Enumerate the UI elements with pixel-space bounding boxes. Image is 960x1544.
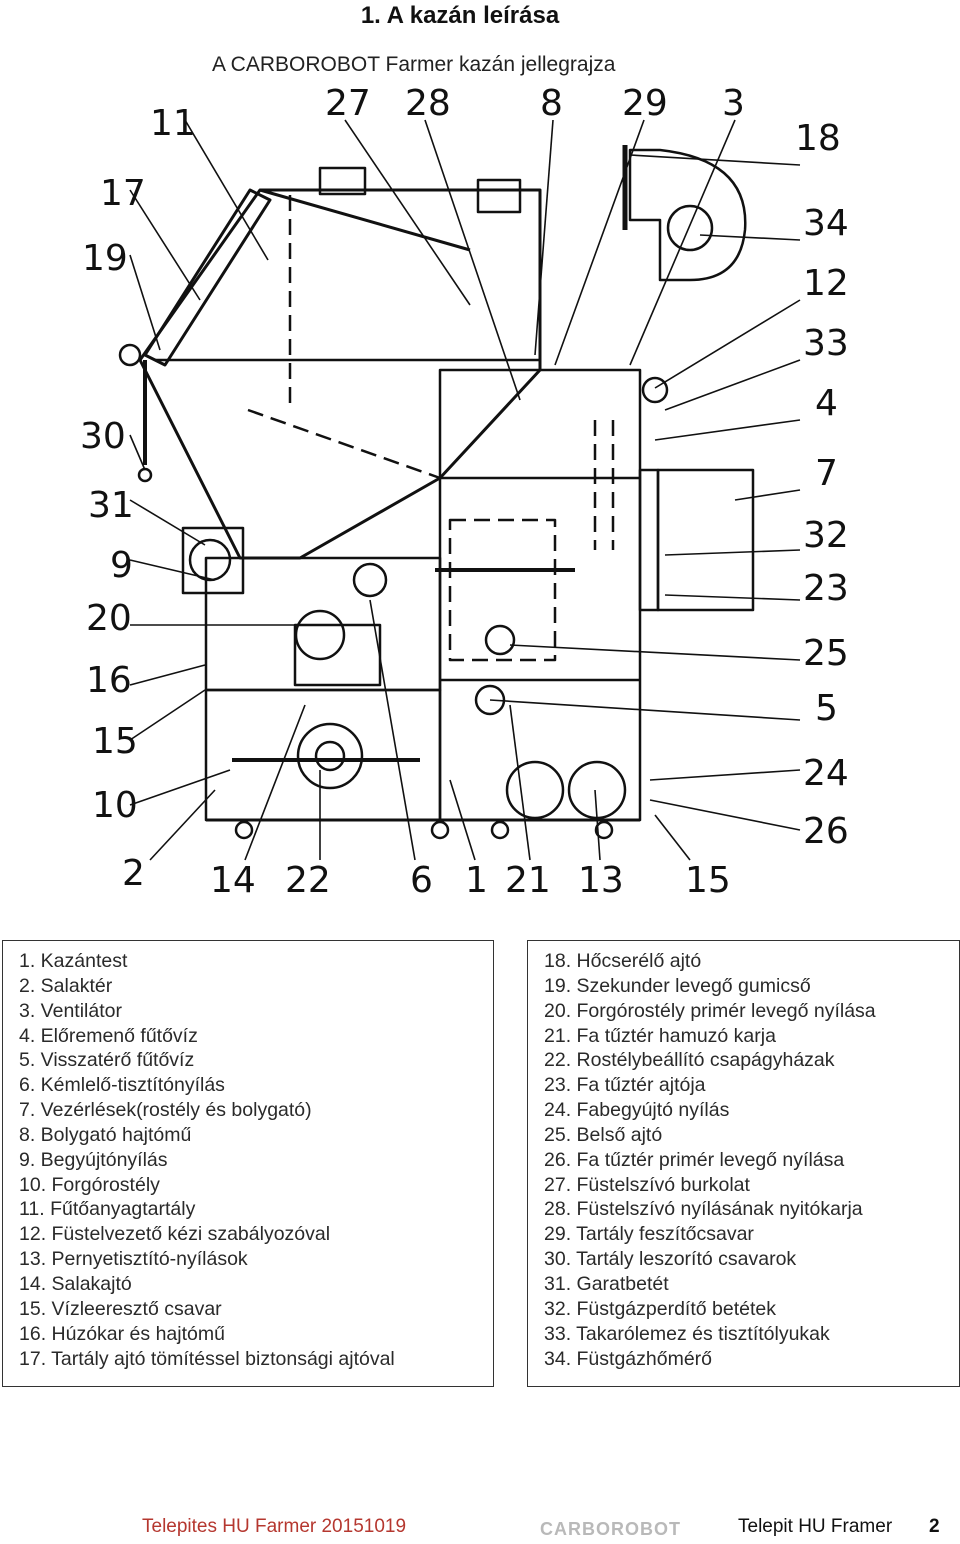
legend-item: 29. Tartály feszítőcsavar [544, 1223, 754, 1246]
callout-4: 4 [815, 383, 838, 424]
callout-25: 25 [803, 633, 849, 674]
callout-3: 3 [722, 83, 745, 124]
callout-28: 28 [405, 83, 451, 124]
fan-wheel [666, 204, 714, 252]
boiler-diagram: 11 27 28 8 29 3 17 19 30 31 9 20 16 15 1… [80, 83, 849, 901]
callout-23: 23 [803, 568, 849, 609]
legend-item: 5. Visszatérő fűtővíz [19, 1049, 195, 1072]
legend-item: 23. Fa tűztér ajtója [544, 1074, 706, 1097]
legend-item: 20. Forgórostély primér levegő nyílása [544, 999, 876, 1022]
page-footer: Telepites HU Farmer 20151019 CARBOROBOT … [0, 1514, 960, 1544]
legend-item: 16. Húzókar és hajtómű [19, 1322, 225, 1345]
legend-item: 6. Kémlelő-tisztítónyílás [19, 1074, 225, 1097]
legend-item: 8. Bolygató hajtómű [19, 1123, 192, 1146]
page-subtitle: A CARBOROBOT Farmer kazán jellegrajza [212, 53, 616, 76]
legend-item: 32. Füstgázperdítő betétek [544, 1297, 776, 1320]
callouts-top: 11 27 28 8 29 3 [150, 83, 745, 144]
callout-18: 18 [795, 118, 841, 159]
callout-13: 13 [578, 860, 624, 901]
legend-item: 19. Szekunder levegő gumicső [544, 974, 811, 997]
callout-15b: 15 [685, 860, 731, 901]
boiler-drawing [118, 145, 755, 840]
callouts-bottom: 14 22 6 1 21 13 15 [210, 860, 731, 901]
callout-32: 32 [803, 515, 849, 556]
legend-item: 18. Hőcserélő ajtó [544, 950, 702, 972]
motor-box [318, 166, 367, 196]
legend-item: 3. Ventilátor [19, 999, 122, 1022]
legend-item: 11. Fűtőanyagtartály [19, 1198, 196, 1221]
legend-item: 26. Fa tűztér primér levegő nyílása [544, 1148, 845, 1171]
callout-20: 20 [86, 598, 132, 639]
callout-24: 24 [803, 753, 849, 794]
legend-item: 31. Garatbetét [544, 1272, 669, 1295]
leader-lines [129, 119, 801, 861]
legend-item: 25. Belső ajtó [544, 1123, 663, 1146]
callout-1: 1 [465, 860, 488, 901]
legend-item: 24. Fabegyújtó nyílás [544, 1099, 730, 1122]
legend-item: 7. Vezérlések(rostély és bolygató) [19, 1099, 312, 1122]
callout-22: 22 [285, 860, 331, 901]
legend-item: 12. Füstelvezető kézi szabályozóval [19, 1223, 331, 1246]
legend-item: 13. Pernyetisztító-nyílások [19, 1248, 248, 1271]
callout-31: 31 [88, 485, 134, 526]
legend-item: 28. Füstelszívó nyílásának nyitókarja [544, 1198, 863, 1221]
fuel-tank [138, 188, 542, 560]
callout-7: 7 [815, 453, 838, 494]
callout-11: 11 [150, 103, 196, 144]
callout-33: 33 [803, 323, 849, 364]
legend-item: 21. Fa tűztér hamuzó karja [544, 1024, 776, 1047]
legend-item: 1. Kazántest [19, 950, 128, 972]
legend-item: 33. Takarólemez és tisztítólyukak [544, 1322, 830, 1345]
callout-27: 27 [325, 83, 371, 124]
legend-left: 1. Kazántest 2. Salaktér 3. Ventilátor 4… [2, 940, 494, 1387]
wood-chamber [448, 518, 557, 662]
footer-doc-name: Telepit HU Framer [738, 1516, 893, 1537]
legend-item: 34. Füstgázhőmérő [544, 1347, 713, 1370]
legend-right: 18. Hőcserélő ajtó 19. Szekunder levegő … [527, 940, 960, 1387]
callout-2: 2 [122, 853, 145, 894]
callout-9: 9 [110, 545, 133, 586]
callout-17: 17 [100, 173, 146, 214]
legend-item: 2. Salaktér [19, 974, 113, 997]
callout-8: 8 [540, 83, 563, 124]
callout-16: 16 [86, 660, 132, 701]
tank-door [143, 188, 272, 367]
smoke-exhaust [476, 178, 522, 214]
legend-item: 4. Előremenő fűtővíz [19, 1024, 198, 1047]
legend-item: 14. Salakajtó [19, 1272, 132, 1295]
callouts-right: 18 34 12 33 4 7 32 23 25 5 24 26 [795, 118, 849, 852]
control-box [656, 468, 755, 612]
grate-wheel [296, 722, 364, 790]
callout-14: 14 [210, 860, 256, 901]
callout-34: 34 [803, 203, 849, 244]
legend-item: 30. Tartály leszorító csavarok [544, 1248, 797, 1271]
callout-26: 26 [803, 811, 849, 852]
ash-door-1 [505, 760, 565, 820]
heat-exchanger-body [438, 368, 642, 822]
page-number: 2 [929, 1516, 940, 1537]
callout-5: 5 [815, 688, 838, 729]
callout-6: 6 [410, 860, 433, 901]
legend-item: 27. Füstelszívó burkolat [544, 1173, 750, 1196]
callout-19: 19 [82, 238, 128, 279]
callout-10: 10 [92, 785, 138, 826]
callout-21: 21 [505, 860, 551, 901]
callout-29: 29 [622, 83, 668, 124]
legend-item: 22. Rostélybeállító csapágyházak [544, 1049, 835, 1072]
carborobot-logo: CARBOROBOT [540, 1519, 681, 1539]
legend-item: 9. Begyújtónyílás [19, 1148, 168, 1171]
fan-housing [628, 148, 747, 282]
callout-12: 12 [803, 263, 849, 304]
legend-item: 17. Tartály ajtó tömítéssel biztonsági a… [19, 1347, 395, 1370]
burner-unit [294, 609, 346, 661]
legend-item: 15. Vízleeresztő csavar [19, 1297, 222, 1320]
callout-30: 30 [80, 416, 126, 457]
ignition-door [181, 526, 245, 595]
callout-15a: 15 [92, 721, 138, 762]
footer-doc-id: Telepites HU Farmer 20151019 [142, 1516, 407, 1537]
legend-item: 10. Forgórostély [19, 1173, 160, 1196]
callouts-left: 17 19 30 31 9 20 16 15 10 2 [80, 173, 146, 894]
page-title: 1. A kazán leírása [360, 2, 560, 29]
